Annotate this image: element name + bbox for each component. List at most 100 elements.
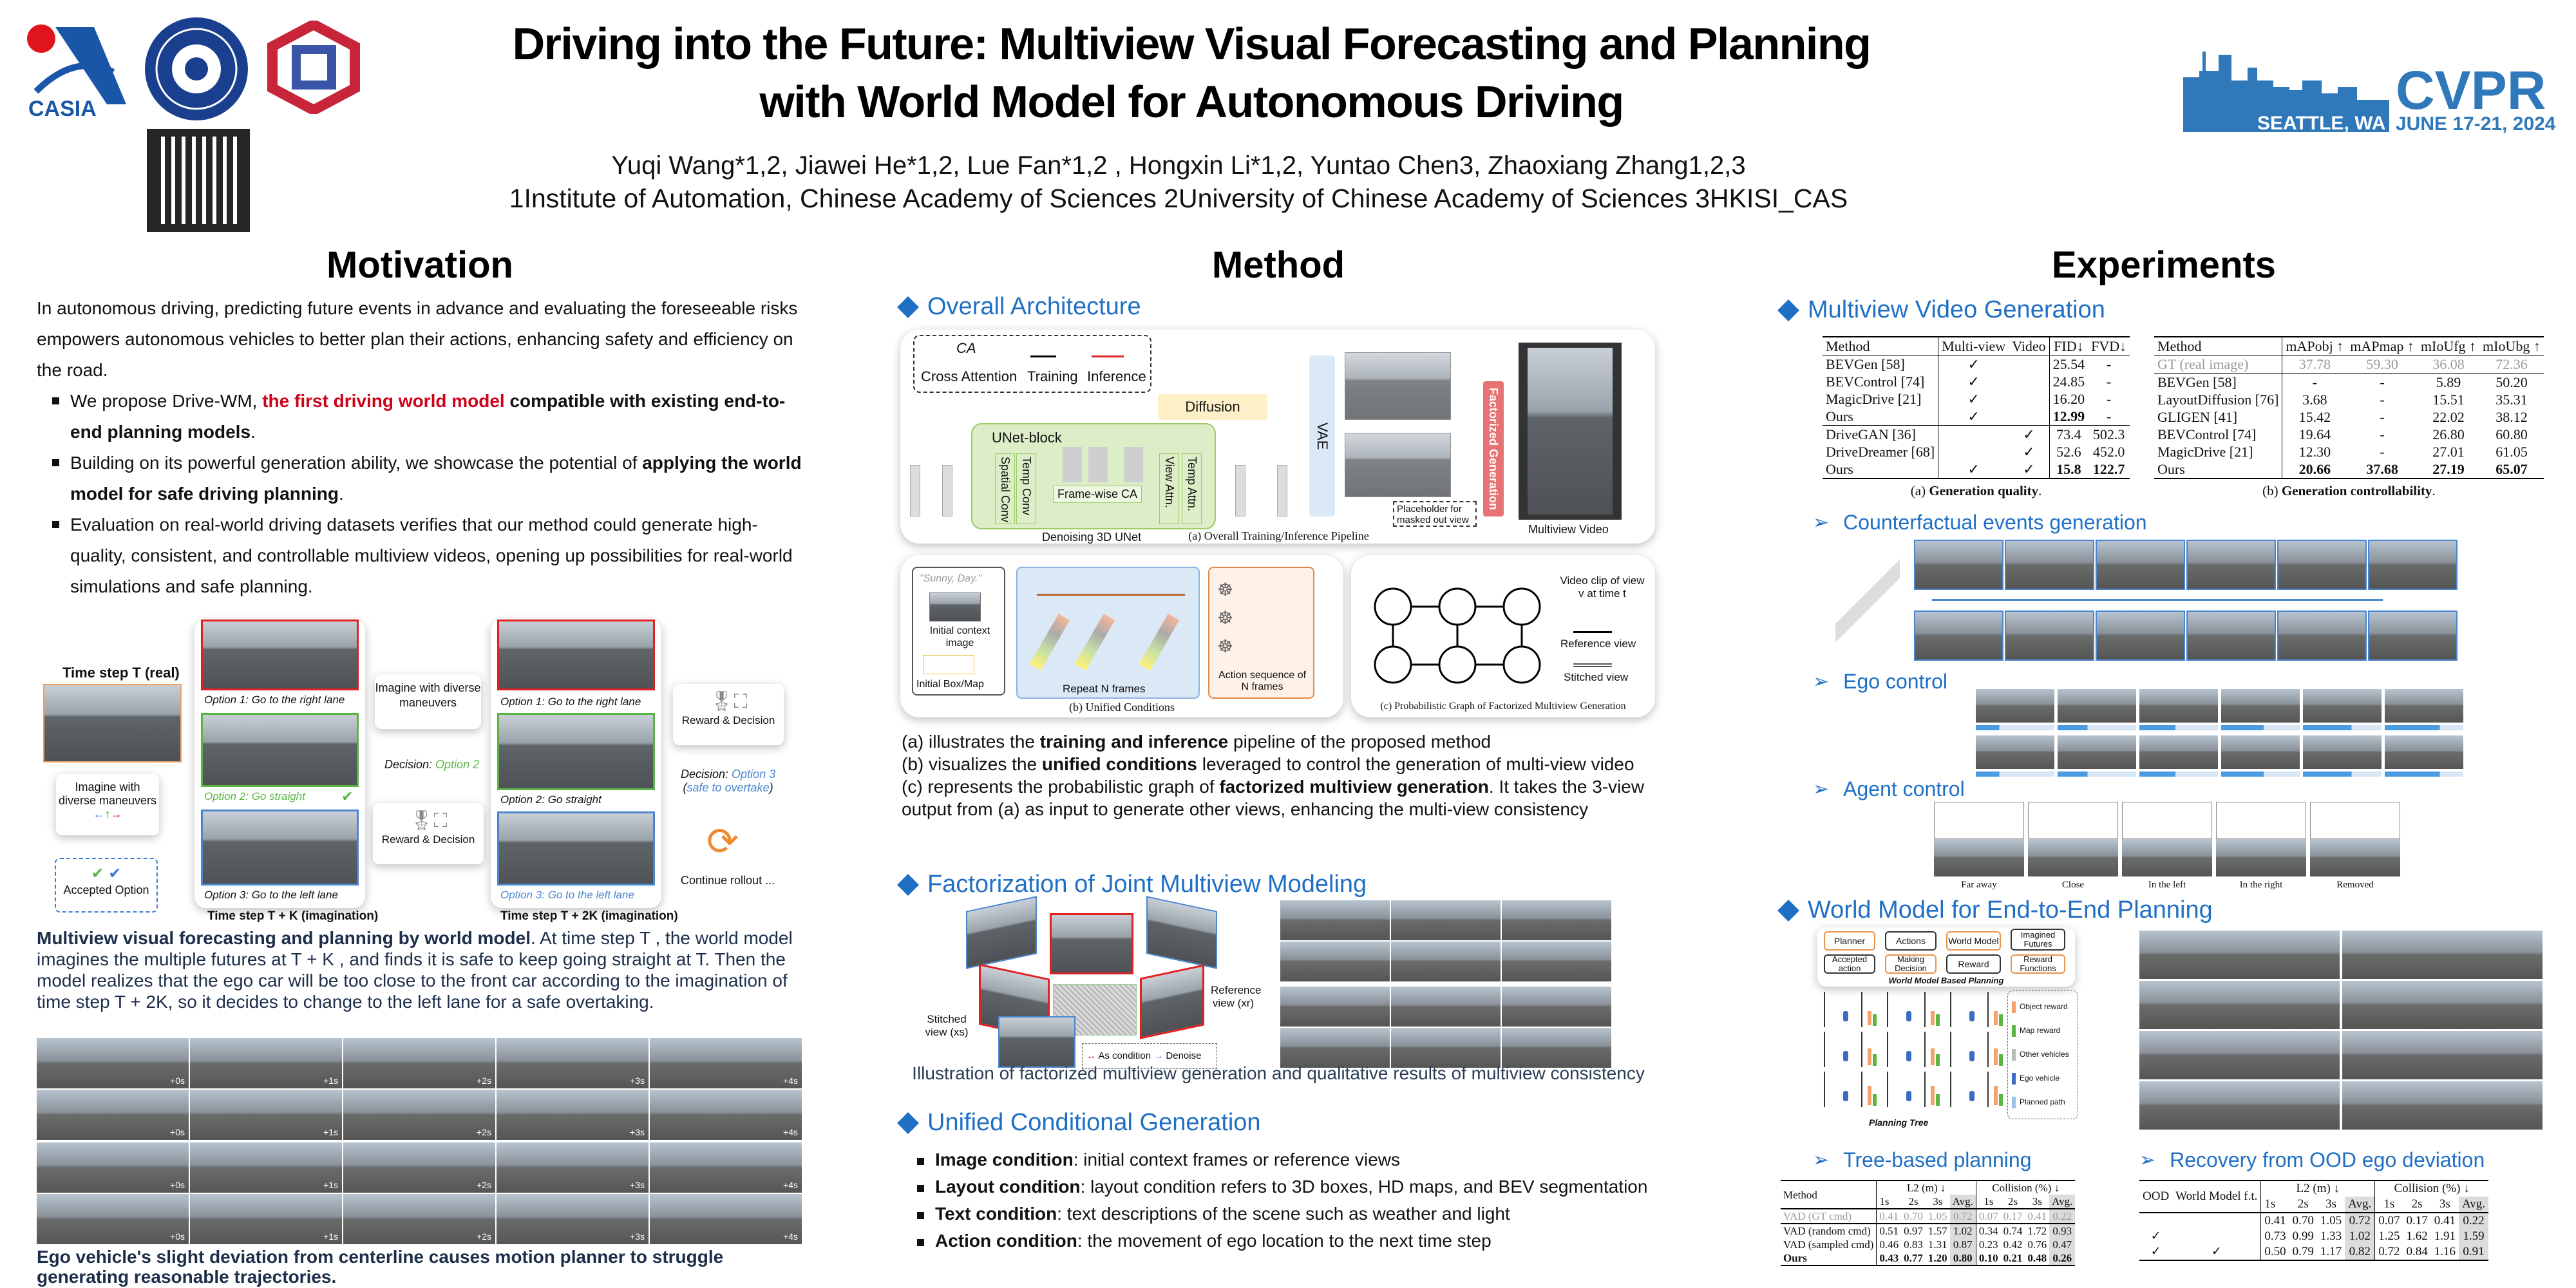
option2-image (497, 713, 655, 790)
text: leveraged to control the generation of m… (1197, 754, 1634, 774)
repeat-frames-box: Repeat N frames (1016, 567, 1200, 699)
planning-result-image (2342, 1081, 2543, 1130)
table-cell: 1s (2374, 1197, 2403, 1213)
pipeline-panel: CA Cross Attention Training Inference Di… (900, 330, 1655, 544)
table-cell: VAD (GT cmd) (1783, 1210, 1852, 1222)
motivation-bullet-2: Building on its powerful generation abil… (37, 448, 803, 509)
decision-value: Option 3 (732, 768, 776, 781)
caption-a: (a) Overall Training/Inference Pipeline (1188, 529, 1369, 542)
option3-label: Option 3: Go to the left lane (500, 889, 634, 901)
table-cell: L2 (m) ↓ (2260, 1180, 2375, 1197)
method-description: (a) illustrates the training and inferen… (902, 730, 1662, 820)
frame-strip-1: +0s+1s+2s+3s+4s+0s+1s+2s+3s+4s (37, 1038, 803, 1140)
table-cell: Ours (1783, 1252, 1807, 1264)
motivation-text: In autonomous driving, predicting future… (37, 293, 803, 602)
placeholder-legend: Placeholder for masked out view (1393, 501, 1477, 527)
table-a-caption: (a) Generation quality. (1823, 483, 2130, 499)
actions-box: Actions (1885, 931, 1937, 951)
table-cell: Ours (1826, 408, 1853, 424)
table-cell: - (2107, 391, 2112, 407)
label-time-real: Time step T (real) (62, 665, 180, 681)
table-cell: 35.31 (2496, 392, 2528, 408)
table-cell: 73.4 (2049, 425, 2088, 443)
frame-image: +4s (650, 1090, 802, 1140)
table-cell: GLIGEN [41] (2157, 409, 2238, 425)
experiments-heading: Experiments (2051, 244, 2277, 286)
bold-text: unified conditions (1041, 754, 1197, 774)
text: We propose Drive-WM, (70, 391, 263, 411)
table-cell: - (2107, 408, 2112, 424)
table-cell: - (2107, 374, 2112, 390)
cvpr-location: SEATTLE, WA (2257, 113, 2386, 134)
diamond-icon (897, 296, 919, 318)
t2k-panel: Option 1: Go to the right lane Option 2:… (491, 620, 661, 908)
overall-architecture-heading: Overall Architecture (897, 293, 1141, 321)
frame-time-label: +4s (783, 1231, 798, 1242)
result-image (1280, 900, 1390, 940)
table-cell: - (2107, 356, 2112, 372)
frame-time-label: +1s (323, 1180, 338, 1190)
cvpr-name: CVPR (2396, 60, 2546, 120)
result-image (1502, 942, 1611, 981)
table-cell: Method (2157, 338, 2202, 354)
frame-image: +2s (343, 1090, 495, 1140)
table-cell: 0.07 (2374, 1213, 2403, 1229)
arrow-bullet-icon: ➢ (1813, 779, 1830, 800)
ego-control-image (1976, 689, 2054, 723)
time-arrow-icon (1932, 599, 2383, 601)
option1-image (201, 620, 359, 690)
stitched-view-label: Stitched view (1564, 671, 1629, 683)
table-cell: 60.80 (2496, 426, 2528, 442)
check-icons: ✔ ✔ (91, 865, 122, 882)
frame-time-label: +0s (170, 1180, 185, 1190)
text: pipeline of the proposed method (1228, 732, 1492, 752)
vae-block: VAE (1309, 355, 1335, 516)
table-cell: 0.07 (1975, 1209, 2001, 1224)
table-cell: 3s (2032, 1195, 2042, 1208)
table-cell: 0.79 (2292, 1245, 2314, 1258)
multiview-results-grid (1280, 900, 1651, 1071)
frame-image: +3s (497, 1194, 649, 1244)
tree-node (1950, 1072, 2003, 1107)
ego-vehicle-icon (1906, 1011, 1911, 1021)
map-reward-bar (1873, 1094, 1877, 1106)
table-cell: 1.31 (1927, 1238, 1947, 1251)
object-reward-bar (1994, 1048, 1998, 1065)
ego-action-bar (2058, 725, 2136, 730)
planning-tree (1817, 992, 2003, 1114)
table-cell: BEVGen [58] (2157, 374, 2237, 390)
table-cell: 0.91 (2458, 1244, 2489, 1260)
frame-image: +1s (190, 1194, 342, 1244)
decision-label: Decision: (384, 758, 433, 771)
table-cell: 38.12 (2496, 409, 2528, 425)
table-cell: Method (1826, 338, 1870, 354)
agent-control-label: In the left (2148, 880, 2186, 890)
ego-control-image (2058, 735, 2136, 769)
option3-label: Option 3: Go to the left lane (204, 889, 338, 901)
table-cell: 452.0 (2092, 444, 2125, 460)
motivation-bullet-1: We propose Drive-WM, the first driving w… (37, 386, 803, 448)
legend-label: Other vehicles (2020, 1050, 2069, 1059)
table-cell: 1.16 (2434, 1245, 2456, 1258)
inference-label: Inference (1087, 368, 1146, 384)
table-cell: 0.17 (2003, 1210, 2023, 1222)
caption-b: (b) Unified Conditions (1069, 701, 1175, 714)
table-cell: 0.43 (1876, 1251, 1902, 1265)
text: . (251, 422, 256, 442)
table-cell: 27.19 (2432, 461, 2465, 477)
view-image (966, 896, 1037, 969)
text-prompt: "Sunny, Day." (920, 573, 982, 584)
planning-result-image (2139, 1031, 2340, 1079)
medal-tree-icon: 🎖⛶ (409, 810, 448, 831)
factorized-generation-block: Factorized Generation (1483, 381, 1504, 516)
counterfactual-row-2 (1914, 611, 2461, 661)
table-cell: 0.46 (1876, 1238, 1902, 1251)
bold-text: Generation controllability (2281, 483, 2432, 498)
layout-box-image (2216, 802, 2306, 839)
table-cell: 0.77 (1904, 1252, 1923, 1264)
